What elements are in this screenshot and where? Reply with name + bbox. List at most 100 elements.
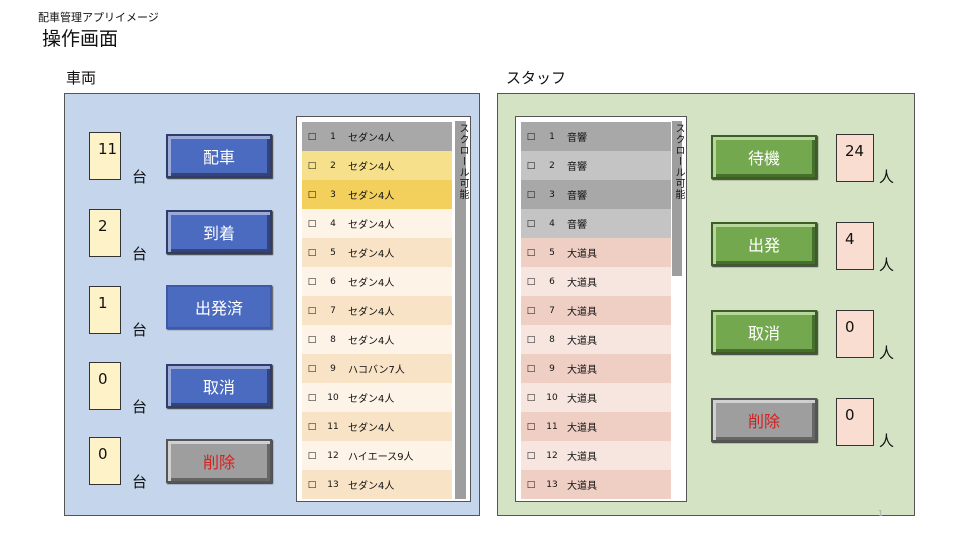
list-item[interactable]: □ 5 セダン4人 bbox=[302, 238, 452, 267]
row-checkbox[interactable]: □ bbox=[307, 392, 317, 403]
cancel-count: 0 bbox=[89, 362, 121, 410]
list-item[interactable]: □ 12 大道具 bbox=[521, 441, 671, 470]
staff-delete-count: 0 bbox=[836, 398, 874, 446]
list-item[interactable]: □ 11 セダン4人 bbox=[302, 412, 452, 441]
staff-delete-button[interactable]: 削除 bbox=[711, 398, 817, 442]
row-checkbox[interactable]: □ bbox=[526, 247, 536, 258]
unit-label: 台 bbox=[132, 398, 148, 416]
row-checkbox[interactable]: □ bbox=[307, 450, 317, 461]
row-checkbox[interactable]: □ bbox=[526, 305, 536, 316]
scroll-hint: スクロール可能 bbox=[673, 123, 684, 200]
unit-label: 人 bbox=[879, 168, 895, 186]
row-number: 13 bbox=[546, 479, 558, 490]
row-number: 12 bbox=[546, 450, 558, 461]
row-checkbox[interactable]: □ bbox=[307, 276, 317, 287]
vehicle-scrollbar[interactable] bbox=[455, 121, 466, 499]
standby-button[interactable]: 待機 bbox=[711, 135, 817, 179]
departed-button[interactable]: 出発済 bbox=[166, 285, 272, 329]
row-number: 5 bbox=[330, 247, 336, 258]
row-checkbox[interactable]: □ bbox=[307, 334, 317, 345]
arrival-button[interactable]: 到着 bbox=[166, 210, 272, 254]
unit-label: 人 bbox=[879, 256, 895, 274]
row-checkbox[interactable]: □ bbox=[526, 160, 536, 171]
row-name: セダン4人 bbox=[348, 249, 395, 260]
row-number: 2 bbox=[330, 160, 336, 171]
unit-label: 台 bbox=[132, 473, 148, 491]
row-checkbox[interactable]: □ bbox=[526, 392, 536, 403]
row-number: 7 bbox=[330, 305, 336, 316]
row-name: 大道具 bbox=[567, 452, 597, 463]
delete-count: 0 bbox=[89, 437, 121, 485]
row-name: セダン4人 bbox=[348, 220, 395, 231]
row-number: 11 bbox=[327, 421, 339, 432]
row-checkbox[interactable]: □ bbox=[307, 479, 317, 490]
row-checkbox[interactable]: □ bbox=[526, 189, 536, 200]
row-checkbox[interactable]: □ bbox=[307, 305, 317, 316]
row-number: 4 bbox=[330, 218, 336, 229]
row-name: セダン4人 bbox=[348, 394, 395, 405]
cancel-button[interactable]: 取消 bbox=[166, 364, 272, 408]
row-number: 6 bbox=[330, 276, 336, 287]
list-item[interactable]: □ 6 セダン4人 bbox=[302, 267, 452, 296]
row-number: 7 bbox=[549, 305, 555, 316]
row-checkbox[interactable]: □ bbox=[526, 450, 536, 461]
standby-count: 24 bbox=[836, 134, 874, 182]
row-checkbox[interactable]: □ bbox=[526, 276, 536, 287]
row-number: 3 bbox=[330, 189, 336, 200]
row-checkbox[interactable]: □ bbox=[307, 363, 317, 374]
row-number: 10 bbox=[327, 392, 339, 403]
depart-count: 4 bbox=[836, 222, 874, 270]
row-number: 8 bbox=[549, 334, 555, 345]
row-checkbox[interactable]: □ bbox=[526, 131, 536, 142]
row-name: セダン4人 bbox=[348, 133, 395, 144]
row-checkbox[interactable]: □ bbox=[307, 218, 317, 229]
list-item[interactable]: □ 10 セダン4人 bbox=[302, 383, 452, 412]
staff-cancel-button[interactable]: 取消 bbox=[711, 310, 817, 354]
depart-button[interactable]: 出発 bbox=[711, 222, 817, 266]
row-checkbox[interactable]: □ bbox=[526, 218, 536, 229]
list-item[interactable]: □ 4 セダン4人 bbox=[302, 209, 452, 238]
staff-scrollbar[interactable] bbox=[672, 121, 682, 276]
row-checkbox[interactable]: □ bbox=[307, 247, 317, 258]
row-checkbox[interactable]: □ bbox=[307, 421, 317, 432]
row-name: セダン4人 bbox=[348, 278, 395, 289]
row-name: 音響 bbox=[567, 191, 587, 202]
app-subtitle: 配車管理アプリイメージ bbox=[38, 11, 159, 24]
row-name: セダン4人 bbox=[348, 423, 395, 434]
row-checkbox[interactable]: □ bbox=[307, 160, 317, 171]
dispatch-button[interactable]: 配車 bbox=[166, 134, 272, 178]
row-checkbox[interactable]: □ bbox=[526, 421, 536, 432]
delete-button[interactable]: 削除 bbox=[166, 439, 272, 483]
row-checkbox[interactable]: □ bbox=[307, 131, 317, 142]
row-checkbox[interactable]: □ bbox=[307, 189, 317, 200]
row-checkbox[interactable]: □ bbox=[526, 334, 536, 345]
row-number: 1 bbox=[549, 131, 555, 142]
row-checkbox[interactable]: □ bbox=[526, 363, 536, 374]
row-name: 大道具 bbox=[567, 249, 597, 260]
row-number: 6 bbox=[549, 276, 555, 287]
row-checkbox[interactable]: □ bbox=[526, 479, 536, 490]
